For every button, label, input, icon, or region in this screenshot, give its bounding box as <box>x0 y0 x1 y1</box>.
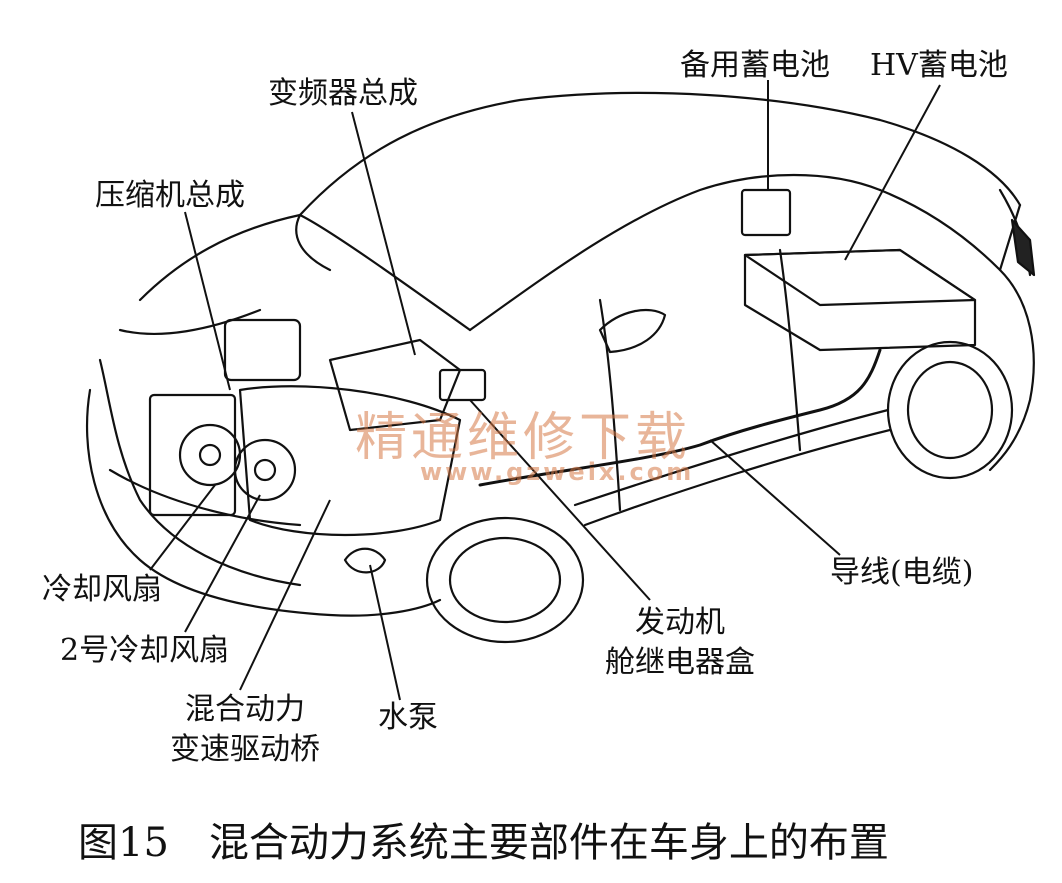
car-front-bumper <box>85 388 442 617</box>
leader-cooling-fan <box>149 484 216 571</box>
leader-water-pump <box>369 564 401 701</box>
car-hood <box>118 213 302 335</box>
label-transaxle-line2: 变速驱动桥 <box>170 732 320 767</box>
hv-cable <box>478 348 882 487</box>
leader-relay-box <box>469 399 651 601</box>
car-rear-body <box>988 268 1035 472</box>
label-cooling-fan: 冷却风扇 <box>42 572 162 607</box>
figure-title: 混合动力系统主要部件在车身上的布置 <box>208 820 889 866</box>
car-rear-pillar <box>878 188 1022 272</box>
car-a-pillar <box>468 173 882 332</box>
label-hv-battery: HV蓄电池 <box>870 48 1008 83</box>
car-front-fascia <box>98 358 302 587</box>
figure-number: 图15 <box>78 820 169 866</box>
front-wheel-inner <box>448 536 562 624</box>
car-side-lower <box>573 408 890 507</box>
car-windshield <box>295 213 472 332</box>
side-mirror <box>598 308 667 354</box>
label-transaxle-line1: 混合动力 <box>185 692 305 727</box>
comp-engine-block <box>238 385 462 537</box>
comp-box-left <box>223 318 302 382</box>
label-relay-box-line1: 发动机 <box>635 605 725 640</box>
label-relay-box: 发动机 舱继电器盒 <box>580 603 780 683</box>
rear-light <box>1010 218 1036 277</box>
label-transaxle: 混合动力 变速驱动桥 <box>150 690 340 770</box>
figure-caption: 图15 混合动力系统主要部件在车身上的布置 <box>78 818 889 868</box>
leader-cable <box>709 439 841 556</box>
label-cable: 导线(电缆) <box>830 555 974 590</box>
label-aux-battery: 备用蓄电池 <box>680 48 830 83</box>
cooling-fan-2-hub <box>253 458 277 482</box>
label-compressor: 压缩机总成 <box>95 178 245 213</box>
car-door-line <box>598 298 622 512</box>
watermark-url: www.gzweix.com <box>420 458 695 486</box>
label-water-pump: 水泵 <box>378 700 438 735</box>
car-roof-outline <box>298 91 1022 217</box>
leader-transaxle <box>239 499 331 691</box>
aux-battery-shape <box>740 188 792 237</box>
radiator <box>148 393 237 517</box>
label-cooling-fan-2: 2号冷却风扇 <box>60 633 230 668</box>
hv-battery-top <box>743 248 977 307</box>
front-wheel <box>425 516 585 644</box>
hv-battery-shape <box>743 248 977 352</box>
label-inverter: 变频器总成 <box>268 76 418 111</box>
leader-lines <box>149 80 941 701</box>
cooling-fan-2 <box>233 438 297 502</box>
leader-cooling-fan-2 <box>184 494 261 633</box>
cooling-fan-1 <box>178 423 242 487</box>
car-side-sill <box>583 428 892 527</box>
label-relay-box-line2: 舱继电器盒 <box>605 645 755 680</box>
car-door-line-2 <box>778 248 802 452</box>
leader-compressor <box>184 211 231 391</box>
comp-inverter <box>328 338 462 432</box>
rear-wheel-inner <box>906 360 994 460</box>
water-pump <box>343 547 387 574</box>
relay-box <box>438 368 487 402</box>
watermark-text: 精通维修下载 <box>355 408 692 468</box>
leader-hv-battery <box>844 84 941 261</box>
leader-inverter <box>351 111 416 356</box>
cooling-fan-1-hub <box>198 443 222 467</box>
